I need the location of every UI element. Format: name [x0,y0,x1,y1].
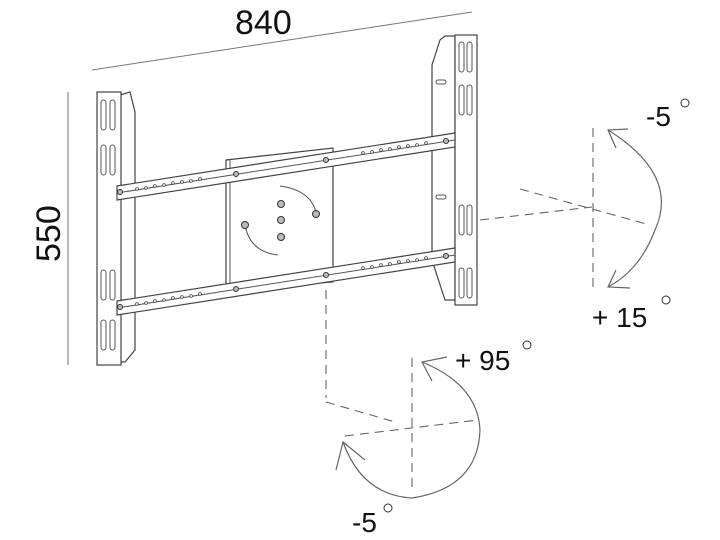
width-label: 840 [235,4,292,42]
degree-icon [383,503,393,513]
swivel-negative-label: -5 [352,507,377,538]
tilt-arc-arrow [607,129,663,288]
tilt-indicator [479,128,663,289]
left-upright-bracket [96,91,136,366]
right-upright-bracket [431,34,478,306]
tilt-down-label: + 15 [592,302,647,333]
swivel-indicator [325,290,481,499]
swivel-positive-label: + 95 [455,345,510,376]
rail-holes [117,138,449,310]
degree-icon [680,98,690,108]
width-dimension-line [91,11,473,71]
tilt-up-label: -5 [646,101,671,132]
degree-icon [522,340,532,350]
height-label: 550 [30,205,68,262]
degree-icon [661,295,671,305]
swivel-arc-arrow [342,361,481,499]
